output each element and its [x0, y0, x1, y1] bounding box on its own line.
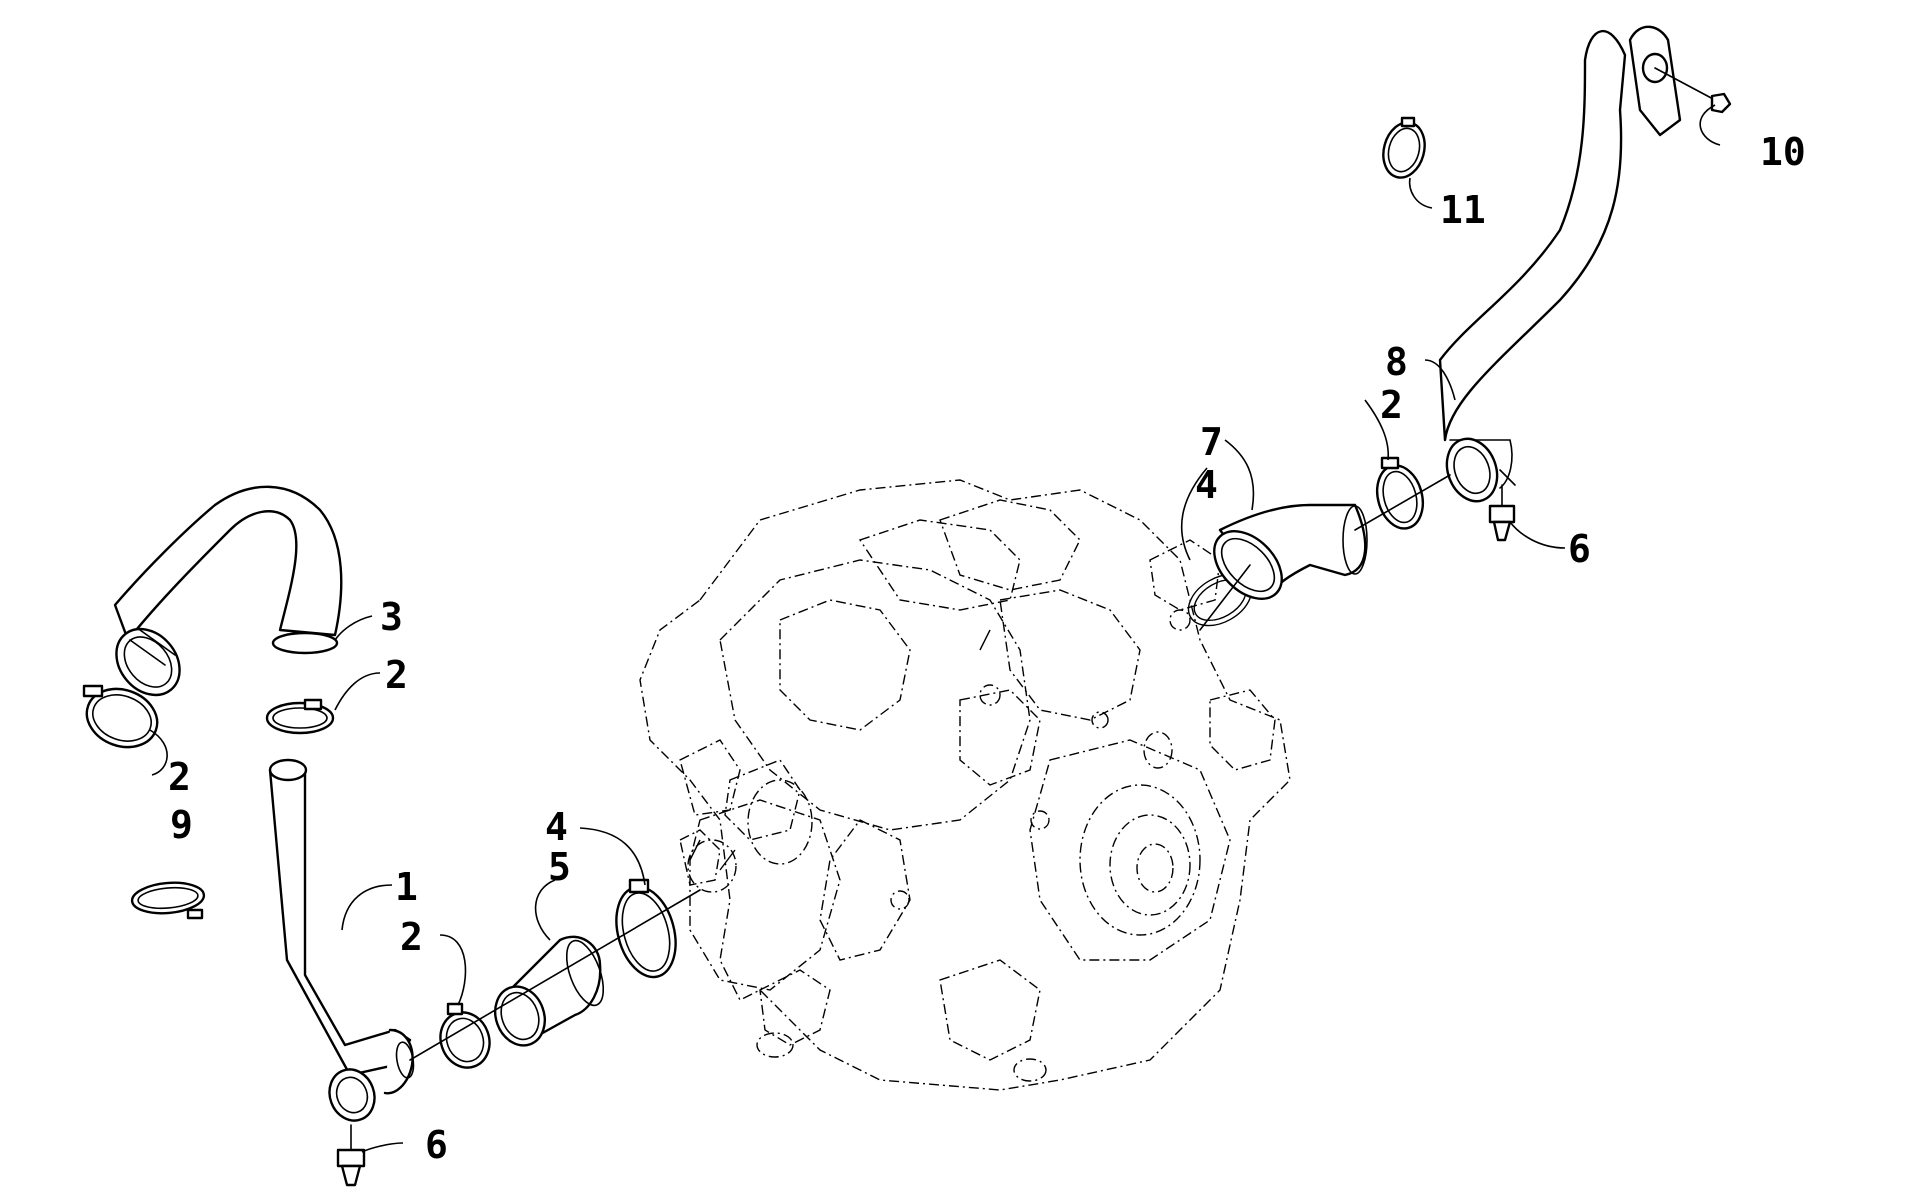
callout-4-upper: 4	[1195, 463, 1218, 507]
callout-6-right: 6	[1568, 527, 1591, 571]
callout-1: 1	[395, 865, 418, 909]
callout-2-lower: 2	[400, 915, 423, 959]
callout-9: 9	[170, 803, 193, 847]
drain-fitting-left	[336, 1124, 366, 1187]
callout-5: 5	[548, 845, 571, 889]
band-clamp	[130, 881, 206, 920]
callout-10: 10	[1760, 130, 1806, 174]
screw	[1654, 67, 1732, 114]
callout-3: 3	[380, 595, 403, 639]
assembly-centerlines-right	[1199, 474, 1451, 631]
drain-fitting-right	[1488, 484, 1516, 542]
intake-pipe	[268, 758, 415, 1122]
callout-4-lower: 4	[545, 805, 568, 849]
curved-coupler	[1213, 503, 1368, 600]
hose-clamp-upper	[265, 698, 335, 735]
callout-7: 7	[1200, 420, 1223, 464]
band-clamp-small	[1382, 116, 1426, 179]
callout-labels: 1 2 2 2 2 3 4 4 5 6 6 7 8 9 10 11	[168, 130, 1806, 1167]
callout-2-upper: 2	[385, 653, 408, 697]
callout-8: 8	[1385, 340, 1408, 384]
upper-intake-duct	[113, 485, 343, 697]
hose-clamp-left	[82, 684, 159, 749]
hose-clamp-right	[1375, 456, 1425, 530]
engine-intake-flange	[687, 779, 813, 893]
callout-leaders	[149, 104, 1721, 1153]
engine-phantom-outline	[639, 479, 1291, 1091]
callout-2-right: 2	[1380, 383, 1403, 427]
outlet-tube	[1438, 25, 1682, 503]
large-clamp-lower	[615, 878, 677, 979]
hose-clamp-lower	[439, 1002, 491, 1069]
callout-11: 11	[1440, 188, 1486, 232]
callout-2-left: 2	[168, 755, 191, 799]
assembly-centerlines-left	[409, 889, 701, 1061]
callout-6-left: 6	[425, 1123, 448, 1167]
